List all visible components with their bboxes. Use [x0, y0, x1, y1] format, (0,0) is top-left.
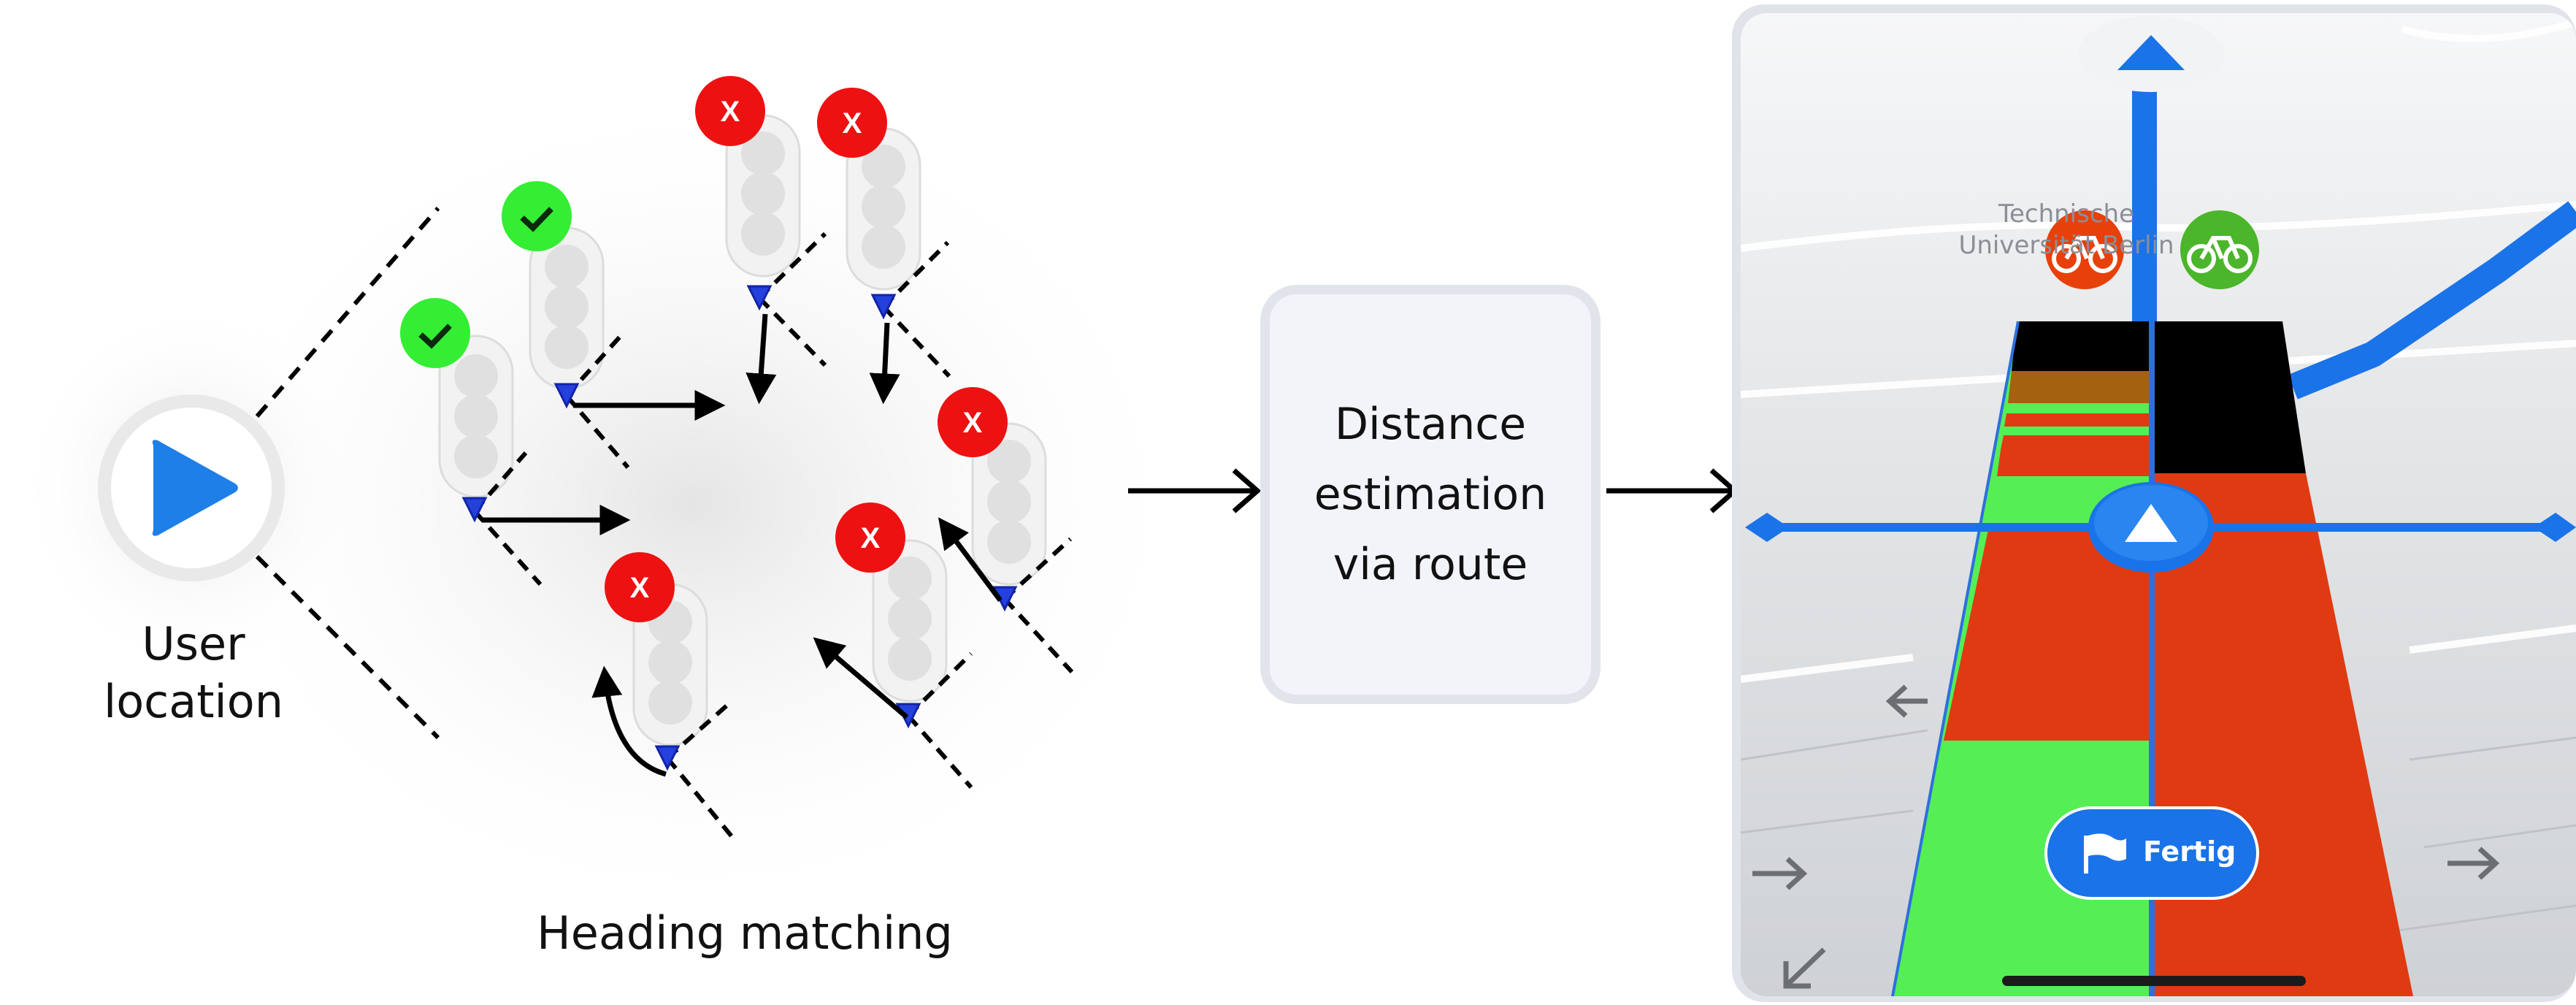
street-label-line-1: Technische: [1998, 199, 2135, 229]
heading-shadow: [183, 80, 1205, 928]
distance-estimation-text: Distance estimation via route: [1270, 389, 1591, 600]
flow-arrow-1: [1128, 468, 1262, 513]
user-location-label-line-2: location: [103, 675, 283, 729]
map-direction-arrows: [1752, 684, 2500, 989]
bike-icon-green: [2180, 210, 2259, 289]
svg-text:X: X: [963, 407, 983, 439]
signal-5: X: [938, 387, 1074, 674]
svg-text:X: X: [843, 107, 862, 140]
user-location-label-line-1: User: [142, 617, 245, 670]
box-line-2: estimation: [1314, 469, 1547, 520]
signal-1: [400, 298, 543, 586]
heading-arrows: [482, 313, 1003, 777]
signal-6: X: [835, 502, 973, 789]
heading-cone-lines: [255, 207, 440, 740]
svg-text:X: X: [630, 572, 650, 604]
position-puck-icon: [2088, 482, 2214, 573]
finish-button[interactable]: [2044, 806, 2259, 900]
signal-7: X: [605, 552, 734, 838]
user-location-label: User location: [66, 615, 321, 731]
svg-text:X: X: [861, 522, 881, 554]
svg-text:X: X: [721, 96, 740, 128]
route-line: [2132, 44, 2157, 351]
finish-button-label[interactable]: Fertig: [2143, 836, 2236, 868]
signal-2-check-icon: [502, 181, 572, 251]
map-view: [1741, 13, 2576, 996]
user-location-icon: [98, 394, 285, 581]
box-line-3: via route: [1333, 539, 1528, 590]
signal-3: X: [695, 76, 827, 367]
flag-icon: [2084, 833, 2126, 874]
box-line-1: Distance: [1334, 399, 1527, 450]
distance-estimation-box: Distance estimation via route: [1260, 285, 1601, 704]
street-label: Technische Universität Berlin: [1928, 199, 2205, 261]
home-indicator: [2002, 976, 2306, 986]
bike-icon-red: [2045, 210, 2124, 289]
signal-2: [502, 181, 630, 469]
north-arrow-icon[interactable]: [2078, 16, 2224, 92]
flow-arrow-2: [1606, 468, 1739, 513]
street-label-line-2: Universität Berlin: [1958, 230, 2174, 260]
signal-1-check-icon: [400, 298, 470, 368]
signal-4: X: [817, 88, 951, 378]
heading-matching-label: Heading matching: [537, 906, 953, 960]
